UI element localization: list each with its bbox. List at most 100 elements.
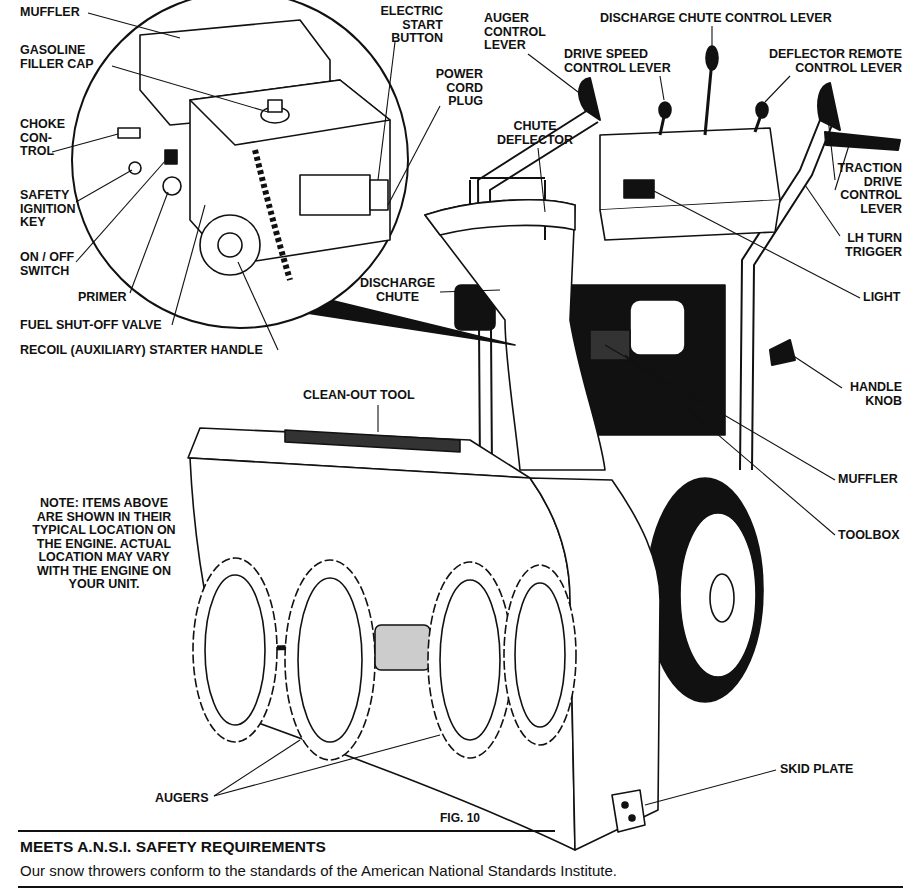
- part-label: DISCHARGE CHUTE CONTROL LEVER: [600, 12, 900, 26]
- leader-line: [660, 76, 664, 100]
- leader-line: [76, 170, 132, 202]
- leader-line: [625, 355, 835, 535]
- dash-panel: [600, 128, 780, 210]
- bolt: [622, 802, 628, 808]
- inset-engine-top: [190, 80, 390, 145]
- leader-line: [765, 76, 790, 102]
- part-label: AUGERS: [155, 792, 225, 806]
- inset-circle: [72, 0, 408, 328]
- inset-electric-starter: [300, 175, 370, 215]
- leader-line: [826, 100, 835, 180]
- gearbox: [375, 625, 430, 670]
- part-label: DEFLECTOR REMOTE CONTROL LEVER: [752, 48, 902, 75]
- clean-out-tool: [285, 430, 460, 452]
- inset-power-plug: [370, 180, 388, 210]
- leader-line: [805, 185, 840, 236]
- leader-line: [440, 290, 500, 292]
- part-label: MUFFLER: [20, 6, 120, 20]
- leader-line: [388, 106, 440, 205]
- hub: [710, 574, 734, 622]
- inset-switch: [165, 150, 177, 164]
- part-label: DRIVE SPEED CONTROL LEVER: [564, 48, 684, 75]
- handlebar-grip: [825, 132, 900, 150]
- part-label: MUFFLER: [838, 473, 908, 487]
- part-label: GASOLINE FILLER CAP: [20, 44, 112, 71]
- rule: [18, 886, 903, 888]
- leader-line: [214, 740, 300, 796]
- figure-caption: FIG. 10: [440, 811, 520, 826]
- body-text: Our snow throwers conform to the standar…: [20, 862, 910, 880]
- auger-flight-inner: [205, 575, 265, 725]
- housing-back: [190, 458, 575, 850]
- inset-choke: [118, 128, 140, 138]
- auger-flight: [285, 560, 375, 760]
- leader-line: [645, 770, 776, 805]
- leader-line: [652, 190, 860, 298]
- light: [624, 180, 654, 198]
- auger-flight: [193, 558, 277, 742]
- part-label: AUGER CONTROL LEVER: [484, 12, 562, 53]
- part-label: TOOLBOX: [838, 529, 908, 543]
- part-label: POWER CORD PLUG: [423, 68, 483, 109]
- leader-line: [538, 148, 545, 212]
- muffler-guard: [630, 300, 685, 355]
- engine-inset: [72, 0, 515, 345]
- part-label: LIGHT: [863, 291, 908, 305]
- inset-recoil-center: [218, 233, 242, 257]
- part-label: LH TURN TRIGGER: [830, 232, 902, 259]
- auger-control-grip: [579, 78, 600, 120]
- leader-line: [238, 262, 278, 350]
- inset-key: [129, 162, 141, 174]
- toolbox: [590, 330, 630, 360]
- augers: [193, 558, 576, 760]
- leader-line: [130, 192, 168, 293]
- part-label: RECOIL (AUXILIARY) STARTER HANDLE: [20, 344, 340, 358]
- leader-line: [52, 134, 118, 152]
- bolt: [629, 815, 635, 821]
- section-heading: MEETS A.N.S.I. SAFETY REQUIREMENTS: [20, 838, 620, 857]
- part-label: CLEAN-OUT TOOL: [303, 389, 503, 403]
- wheel: [647, 478, 763, 702]
- part-label: TRACTION DRIVE CONTROL LEVER: [827, 162, 902, 216]
- inset-recoil-starter: [200, 215, 260, 275]
- inset-belt: [255, 150, 290, 280]
- dash-panel-front: [600, 200, 780, 240]
- skid-plate: [612, 790, 645, 832]
- leader-line: [76, 160, 166, 262]
- discharge-chute: [425, 178, 605, 470]
- auger-flight: [428, 562, 512, 758]
- leader-line: [792, 355, 842, 388]
- part-label: CHUTE DEFLECTOR: [490, 120, 580, 147]
- leader-line: [112, 66, 268, 112]
- part-label: ON / OFF SWITCH: [20, 251, 90, 278]
- leader-line: [605, 345, 835, 480]
- auger-housing: [188, 428, 660, 850]
- auger-flight-inner: [440, 580, 500, 740]
- handle-knob: [770, 340, 795, 365]
- part-label: CHOKE CON- TROL: [20, 118, 72, 159]
- leader-line: [88, 13, 180, 38]
- part-label: SKID PLATE: [780, 763, 890, 777]
- part-label: PRIMER: [78, 291, 158, 305]
- chute-deflector: [425, 200, 575, 235]
- auger-flight-inner: [515, 583, 565, 727]
- auger-flight-inner: [298, 578, 362, 742]
- control-panel: [600, 46, 780, 240]
- leader-line: [172, 205, 205, 325]
- rule: [18, 830, 555, 832]
- leader-line: [378, 42, 395, 180]
- inset-pointer: [300, 300, 515, 345]
- part-label: SAFETY IGNITION KEY: [20, 189, 98, 230]
- inset-engine-block: [190, 80, 390, 265]
- rim: [680, 513, 756, 677]
- leader-line: [214, 735, 440, 796]
- part-label: HANDLE KNOB: [840, 381, 902, 408]
- tire: [647, 478, 763, 702]
- part-label: FUEL SHUT-OFF VALVE: [20, 319, 220, 333]
- inset-filler-cap-top: [268, 100, 282, 112]
- lever-knob: [706, 46, 718, 70]
- leader-line: [711, 26, 712, 46]
- inset-primer: [163, 177, 181, 195]
